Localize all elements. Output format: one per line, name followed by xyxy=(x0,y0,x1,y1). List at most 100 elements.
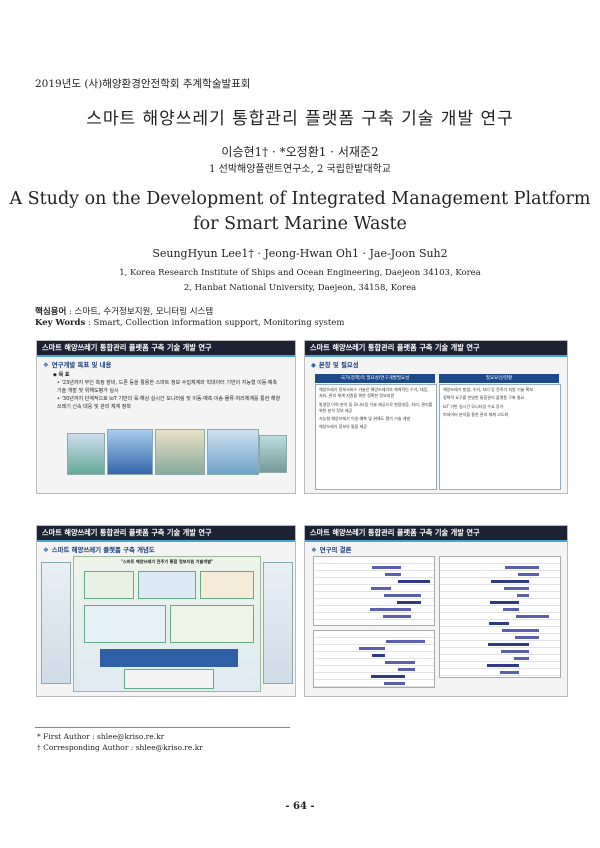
diagram-right-panel xyxy=(263,562,293,684)
photo-drone xyxy=(67,433,105,475)
right-item-1: 해양쓰레기 발생, 수거, 처리 등 전주기 지원 기술 확보 xyxy=(443,387,533,392)
schedule-bar xyxy=(398,667,415,671)
keywords-english-label: Key Words xyxy=(35,318,86,328)
schedule-row xyxy=(440,564,560,571)
schedule-row xyxy=(314,592,434,599)
schedule-bar xyxy=(384,593,421,597)
schedule-row xyxy=(314,645,434,652)
diamond-icon: ◆ xyxy=(311,361,316,369)
slide-background-necessity: 스마트 해양쓰레기 통합관리 플랫폼 구축 기술 개발 연구 ◆본장 및 필요성… xyxy=(304,340,568,494)
schedule-bar xyxy=(370,607,411,611)
schedule-row xyxy=(314,631,434,638)
schedule-bar xyxy=(372,653,385,657)
schedule-row xyxy=(440,613,560,620)
schedule-row xyxy=(314,638,434,645)
schedule-table-1 xyxy=(313,556,435,626)
right-column-title: 필요요인/현황 xyxy=(439,374,559,383)
diagram-box-analysis xyxy=(170,605,254,643)
schedule-row xyxy=(314,578,434,585)
photo-system xyxy=(207,429,259,475)
schedule-bar xyxy=(372,565,401,569)
schedule-table-3 xyxy=(313,630,435,688)
left-column-title: 국가(정책)적 필요성/연구개발필요성 xyxy=(315,374,435,383)
goal-subheading: ◆ 목 표 xyxy=(53,372,70,378)
slide-header: 스마트 해양쓰레기 통합관리 플랫폼 구축 기술 개발 연구 xyxy=(37,526,295,542)
right-item-4: 빅데이터 분석을 통한 관리 체계 고도화 xyxy=(443,411,509,417)
schedule-row xyxy=(440,578,560,585)
schedule-row xyxy=(314,571,434,578)
schedule-row xyxy=(314,585,434,592)
footnote-corresponding-author: † Corresponding Author : shlee@kriso.re.… xyxy=(37,743,203,752)
diagram-left-panel xyxy=(41,562,71,684)
schedule-row xyxy=(440,592,560,599)
keywords-english: Key Words : Smart, Collection informatio… xyxy=(35,318,344,328)
title-english: A Study on the Development of Integrated… xyxy=(0,187,600,237)
schedule-row xyxy=(314,564,434,571)
diagram-box-platform xyxy=(84,605,166,643)
slide-concept-diagram: 스마트 해양쓰레기 통합관리 플랫폼 구축 기술 개발 연구 ❖스마트 해양쓰레… xyxy=(36,525,296,697)
authors-english: SeungHyun Lee1† · Jeong-Hwan Oh1 · Jae-J… xyxy=(152,247,448,260)
affiliation-english-1: 1, Korea Research Institute of Ships and… xyxy=(119,268,481,278)
schedule-bar xyxy=(386,639,425,643)
schedule-bar xyxy=(371,586,391,590)
schedule-bar xyxy=(505,565,539,569)
photo-monitor xyxy=(259,435,287,473)
schedule-bar xyxy=(518,572,539,576)
schedule-row xyxy=(440,571,560,578)
schedule-bar xyxy=(371,674,405,678)
schedule-bar xyxy=(489,621,509,625)
schedule-bar xyxy=(504,586,529,590)
diagram-box-monitoring xyxy=(138,571,196,599)
left-item-2: 발생량 이력 분석 및 모니터링 기술 제공으로 현장대응, 처리, 관리를 위… xyxy=(319,401,433,413)
schedule-row xyxy=(314,599,434,606)
schedule-row xyxy=(314,557,434,564)
schedule-row xyxy=(314,666,434,673)
title-korean: 스마트 해양쓰레기 통합관리 플랫폼 구축 기술 개발 연구 xyxy=(86,109,514,129)
right-item-3: IoT 기반 실시간 모니터링 수요 증가 xyxy=(443,403,504,409)
diagram-box-prediction xyxy=(200,571,254,599)
footnote-divider xyxy=(35,727,290,728)
goal-bullet-2: • '30년까지 단계적으로 IoT 기반의 육·해상 실시간 모니터링 및 이… xyxy=(57,396,281,410)
schedule-bar xyxy=(385,572,401,576)
schedule-row xyxy=(440,585,560,592)
photo-coast xyxy=(155,429,205,475)
right-column: 해양쓰레기 발생, 수거, 처리 등 전주기 지원 기술 확보 정책적 요구를 … xyxy=(439,384,561,490)
schedule-table-2 xyxy=(439,556,561,678)
schedule-bar xyxy=(501,649,529,653)
left-column: 해양쓰레기 정보서비스 기술은 해양쓰레기의 체계적인 수거, 대응, 처리, … xyxy=(315,384,437,490)
schedule-row xyxy=(440,648,560,655)
slide-conclusion: 스마트 해양쓰레기 통합관리 플랫폼 구축 기술 개발 연구 ❖연구의 결론 xyxy=(304,525,568,697)
schedule-row xyxy=(440,627,560,634)
footnote-first-author: * First Author : shlee@kriso.re.kr xyxy=(37,732,165,741)
affiliation-english: 1, Korea Research Institute of Ships and… xyxy=(0,266,600,296)
keywords-korean-label: 핵심용어 xyxy=(35,307,67,317)
affiliation-korean: 1 선박해양플랜트연구소, 2 국립한밭대학교 xyxy=(209,164,391,175)
authors-korean: 이승현1† · *오정환1 · 서재준2 xyxy=(221,145,379,159)
section-title: ◆본장 및 필요성 xyxy=(311,361,359,369)
schedule-bar xyxy=(397,600,421,604)
schedule-row xyxy=(440,655,560,662)
goal-bullets: • '23년까지 무인 측정 장비, 드론 등을 활용한 스마트 정보 수집체계… xyxy=(37,379,295,411)
schedule-row xyxy=(440,599,560,606)
schedule-row xyxy=(314,680,434,687)
keywords-korean: 핵심용어 : 스마트, 수거정보지원, 모니터링 시스템 xyxy=(35,305,213,317)
left-item-3: 지능형 해양쓰레기 이송·예측 및 위해도 평가 기술 개발 xyxy=(319,416,411,422)
diagram-box-integration xyxy=(100,649,238,667)
title-english-line2: for Smart Marine Waste xyxy=(193,214,407,234)
slide-header: 스마트 해양쓰레기 통합관리 플랫폼 구축 기술 개발 연구 xyxy=(305,341,567,357)
schedule-row xyxy=(440,662,560,669)
schedule-bar xyxy=(385,660,415,664)
schedule-bar xyxy=(514,656,529,660)
schedule-bar xyxy=(487,663,519,667)
slide-header: 스마트 해양쓰레기 통합관리 플랫폼 구축 기술 개발 연구 xyxy=(37,341,295,357)
schedule-row xyxy=(440,634,560,641)
schedule-row xyxy=(440,669,560,676)
schedule-bar xyxy=(515,635,539,639)
section-title: ❖연구의 결론 xyxy=(311,546,352,554)
left-item-4: 해양쓰레기 정보의 통합 제공 xyxy=(319,424,367,430)
diagram-title: "스마트 해양쓰레기 전주기 통합 정보지원 기술개발" xyxy=(120,559,214,564)
schedule-bar xyxy=(359,646,385,650)
diagram-box-database xyxy=(124,669,214,689)
concept-diagram: "스마트 해양쓰레기 전주기 통합 정보지원 기술개발" xyxy=(73,556,261,692)
schedule-row xyxy=(314,652,434,659)
